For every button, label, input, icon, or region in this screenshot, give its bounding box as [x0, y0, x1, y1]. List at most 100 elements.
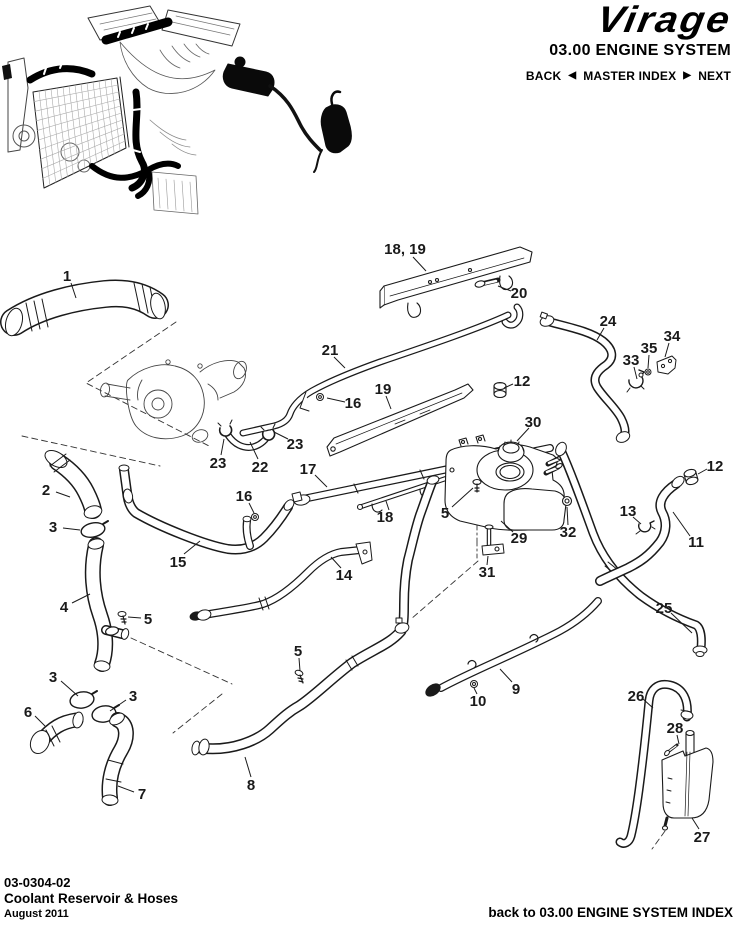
- callout-label: 27: [694, 829, 711, 846]
- bracket-34: [656, 355, 677, 375]
- engine-thumbnail: [2, 5, 352, 215]
- callout-label: 2: [42, 482, 50, 499]
- callout-label: 12: [514, 373, 531, 390]
- callout-label: 5: [441, 505, 449, 522]
- callout-label: 4: [60, 599, 69, 616]
- callout-leader: [516, 427, 530, 442]
- bolt-5a2: [294, 669, 304, 684]
- callout-label: 17: [300, 461, 317, 478]
- callout-label: 26: [628, 688, 645, 705]
- nav-next[interactable]: NEXT: [698, 69, 731, 83]
- callout-label: 16: [345, 395, 362, 412]
- callout-label: 5: [294, 643, 302, 660]
- callout-leader: [596, 327, 605, 341]
- callout-label: 10: [470, 693, 487, 710]
- callout-label: 30: [525, 414, 542, 431]
- callout-leader: [127, 616, 142, 619]
- callout-leader: [691, 817, 700, 830]
- callout-label: 1: [63, 268, 71, 285]
- callout-leader: [249, 441, 259, 460]
- callout-label: 29: [511, 530, 528, 547]
- hose-26: [615, 679, 694, 848]
- callout-leader: [385, 500, 390, 511]
- callout-leader: [566, 506, 569, 526]
- screw-16a: [316, 393, 324, 401]
- doc-title: Coolant Reservoir & Hoses: [4, 891, 179, 907]
- header-nav: BACK◀ MASTER INDEX ▶NEXT: [526, 69, 731, 83]
- callout-leader: [499, 668, 513, 683]
- callout-leader: [273, 431, 289, 440]
- filler-cap-30: [497, 439, 525, 463]
- callout-leader: [642, 698, 654, 709]
- callout-label: 3: [129, 688, 137, 705]
- callout-leader: [330, 556, 342, 569]
- callout-label: 18, 19: [384, 241, 426, 258]
- callout-label: 3: [49, 669, 57, 686]
- hose-1: [0, 279, 169, 337]
- clamp-3a: [80, 520, 109, 538]
- callout-label: 18: [377, 509, 394, 526]
- callout-label: 32: [560, 524, 577, 541]
- callout-label: 22: [252, 459, 269, 476]
- callout-label: 13: [620, 503, 637, 520]
- callout-label: 34: [664, 328, 681, 345]
- callout-label: 21: [322, 342, 339, 359]
- callout-label: 9: [512, 681, 520, 698]
- callout-leader: [183, 540, 201, 555]
- callout-leader: [497, 285, 512, 292]
- hose-4: [84, 537, 130, 672]
- callout-label: 6: [24, 704, 32, 721]
- bolt-5b: [117, 611, 127, 625]
- callout-leader: [385, 395, 392, 410]
- callout-leader: [500, 520, 514, 533]
- water-pump-sketch: [99, 359, 247, 443]
- grommet-12b: [683, 468, 699, 486]
- doc-number: 03-0304-02: [4, 875, 71, 891]
- callout-leader: [70, 282, 77, 299]
- reservoir-29: [444, 434, 573, 556]
- next-arrow-icon: ▶: [683, 69, 692, 81]
- callout-leader: [314, 474, 328, 488]
- back-to-index-link[interactable]: back to 03.00 ENGINE SYSTEM INDEX: [488, 905, 733, 920]
- callout-label: 28: [667, 720, 684, 737]
- footer-left: 03-0304-02 Coolant Reservoir & Hoses Aug…: [4, 875, 178, 922]
- callout-leader: [60, 680, 79, 697]
- doc-date: August 2011: [4, 908, 69, 921]
- callout-leader: [486, 555, 489, 566]
- nut-10: [470, 680, 478, 688]
- grommet-32: [561, 495, 573, 507]
- bracket-31: [481, 524, 505, 556]
- bracket-19: [326, 383, 474, 457]
- callout-leader: [451, 487, 474, 508]
- callout-leader: [333, 356, 346, 369]
- callout-label: 23: [287, 436, 304, 453]
- callout-label: 35: [641, 340, 658, 357]
- exploded-view-guides: [21, 321, 666, 850]
- callout-leader: [664, 342, 670, 358]
- callout-label: 20: [511, 285, 528, 302]
- callout-label: 14: [336, 567, 353, 584]
- bolt-5c: [472, 478, 482, 493]
- callout-label: 31: [479, 564, 496, 581]
- callout-leader: [62, 527, 81, 531]
- callout-leader: [672, 511, 691, 537]
- callout-leader: [55, 491, 71, 498]
- hose-6: [29, 711, 84, 755]
- hose-11: [595, 475, 685, 586]
- callout-leader: [109, 699, 127, 712]
- callout-label: 12: [707, 458, 724, 475]
- callout-leader: [697, 468, 708, 475]
- page-header: Virage 03.00 ENGINE SYSTEM BACK◀ MASTER …: [526, 0, 735, 83]
- nav-master-index[interactable]: MASTER INDEX: [583, 69, 677, 83]
- callout-label: 15: [170, 554, 187, 571]
- callout-label: 7: [138, 786, 146, 803]
- callout-leader: [670, 612, 693, 634]
- callout-leader: [647, 354, 650, 369]
- pipe-9: [425, 597, 602, 697]
- nav-back[interactable]: BACK: [525, 69, 562, 83]
- grommet-12a: [493, 381, 507, 399]
- callout-leader: [473, 687, 478, 695]
- hose-7: [101, 712, 134, 806]
